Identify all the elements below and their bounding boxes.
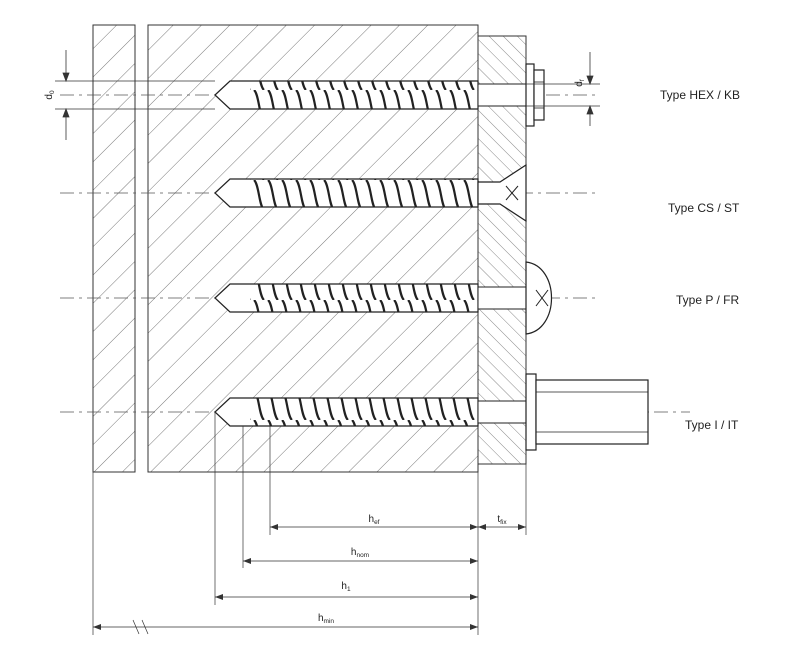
dimension-d0-label: d0 <box>44 90 56 100</box>
dimension-hnom-label: hnom <box>351 547 369 559</box>
dimension-h1-label: h1 <box>341 581 351 593</box>
dimension-hmin <box>93 624 478 630</box>
anchor-hex <box>214 63 545 127</box>
anchor-pan <box>214 261 553 335</box>
fixture-plate <box>477 35 527 465</box>
extension-lines <box>92 412 527 635</box>
type-label-pan: Type P / FR <box>676 293 739 307</box>
dimension-h1 <box>215 594 478 600</box>
type-label-internal-thread: Type I / IT <box>685 418 739 432</box>
dimension-hef <box>270 524 478 530</box>
anchor-internal-thread <box>214 373 649 451</box>
dimension-hmin-label: hmin <box>318 613 334 625</box>
type-label-countersunk: Type CS / ST <box>668 201 740 215</box>
dimension-hnom <box>243 558 478 564</box>
dimension-tfix <box>478 524 526 530</box>
dimension-tfix-label: tfix <box>497 514 507 526</box>
dimension-df-label: df <box>574 79 586 87</box>
anchor-countersunk <box>214 163 527 223</box>
dimension-hef-label: hef <box>369 514 380 526</box>
dimension-d0 <box>55 50 215 140</box>
type-label-hex: Type HEX / KB <box>660 88 740 102</box>
dimension-df <box>526 52 600 126</box>
